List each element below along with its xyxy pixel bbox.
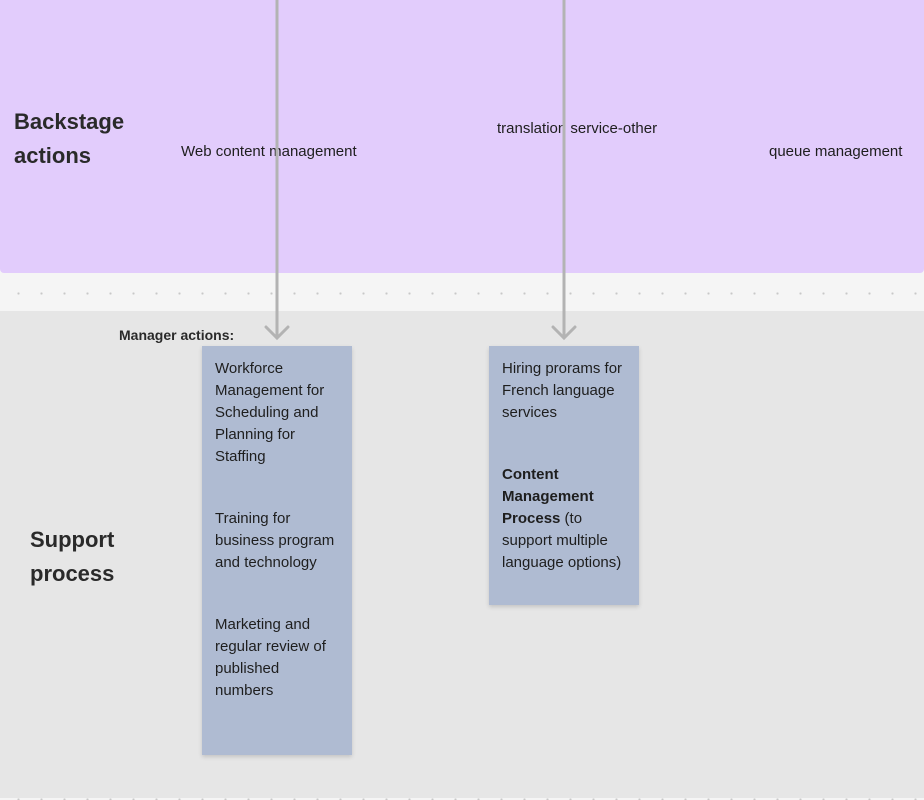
arrow-connector-right[interactable] — [551, 0, 577, 341]
title-line: actions — [14, 143, 92, 168]
manager-actions-label: Manager actions: — [119, 327, 235, 343]
sticky-note-left[interactable]: Workforce Management for Scheduling and … — [202, 346, 352, 755]
sticky-item: Content Management Process (to support m… — [502, 464, 626, 574]
support-lane: Support process Manager actions: — [0, 311, 924, 798]
label-queue: queue management — [769, 143, 903, 160]
sticky-item: Training for business program and techno… — [215, 510, 335, 571]
backstage-title: Backstage actions — [14, 105, 124, 173]
arrow-connector-left[interactable] — [264, 0, 290, 341]
text: (to support multiple language options) — [502, 510, 622, 571]
bold-text: Content Management Process — [502, 466, 594, 527]
sticky-note-right[interactable]: Hiring prorams for French language servi… — [489, 346, 639, 605]
title-line: Support — [30, 527, 115, 552]
sticky-item: Marketing and regular review of publishe… — [215, 616, 326, 699]
title-line: process — [30, 561, 115, 586]
sticky-item: Workforce Management for Scheduling and … — [215, 360, 325, 465]
sticky-item: Hiring prorams for French language servi… — [502, 360, 623, 421]
title-line: Backstage — [14, 109, 125, 134]
support-title: Support process — [30, 523, 114, 591]
label-web-content: Web content management — [181, 143, 357, 160]
label-translation: translation service-other — [497, 120, 658, 137]
